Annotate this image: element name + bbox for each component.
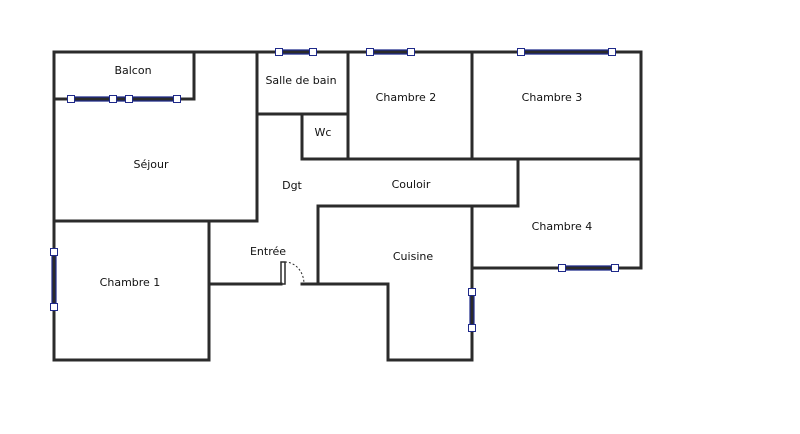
label-entree: Entrée [250,245,286,258]
window-chambre-3 [517,48,616,56]
label-sejour: Séjour [133,158,169,171]
label-salle-de-bain: Salle de bain [265,74,336,87]
windows [50,48,619,332]
window-sejour-balcon [67,95,181,103]
label-balcon: Balcon [114,64,151,77]
door-swing-arc [284,261,305,285]
label-cuisine: Cuisine [393,250,433,263]
label-chambre-1: Chambre 1 [100,276,161,289]
window-salle-de-bain [275,48,317,56]
window-chambre-4 [558,264,619,272]
window-cuisine [468,288,476,332]
label-chambre-4: Chambre 4 [532,220,593,233]
window-chambre-1 [50,248,58,311]
label-chambre-2: Chambre 2 [376,91,437,104]
label-chambre-3: Chambre 3 [522,91,583,104]
window-chambre-2 [366,48,415,56]
room-labels: Balcon Salle de bain Chambre 2 Chambre 3… [100,64,593,289]
walls [52,50,643,362]
label-wc: Wc [315,126,332,139]
door-leaf [280,261,286,285]
entrance-door [280,261,305,285]
label-dgt: Dgt [282,179,302,192]
label-couloir: Couloir [392,178,431,191]
